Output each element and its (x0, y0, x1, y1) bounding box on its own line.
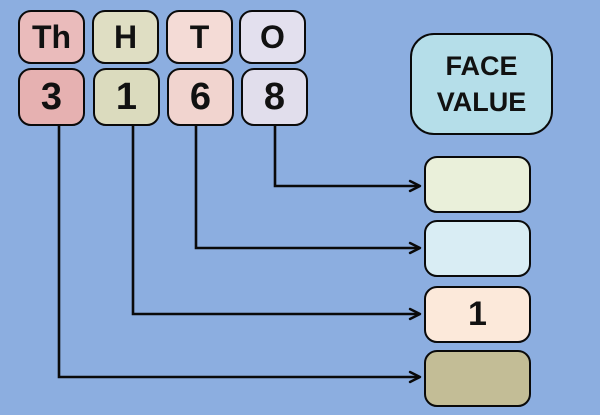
digit-box-ones: 8 (241, 68, 308, 126)
arrow-digit-1-to-answer-3 (131, 126, 422, 321)
answer-box-digit-6 (424, 220, 531, 277)
place-label-box-thousands: Th (18, 10, 85, 64)
answer-box-digit-1: 1 (424, 286, 531, 343)
arrow-digit-6-to-answer-2 (194, 126, 422, 255)
face-value-title-card: FACE VALUE (410, 33, 553, 135)
place-label-box-hundreds: H (92, 10, 159, 64)
place-label-box-tens: T (166, 10, 233, 64)
digit-box-tens: 6 (167, 68, 234, 126)
answer-box-digit-3 (424, 350, 531, 407)
answer-box-digit-8 (424, 156, 531, 213)
arrow-digit-3-to-answer-4 (57, 126, 422, 384)
arrow-digit-8-to-answer-1 (273, 126, 422, 193)
digit-box-hundreds: 1 (93, 68, 160, 126)
place-label-box-ones: O (239, 10, 306, 64)
digit-box-thousands: 3 (18, 68, 85, 126)
